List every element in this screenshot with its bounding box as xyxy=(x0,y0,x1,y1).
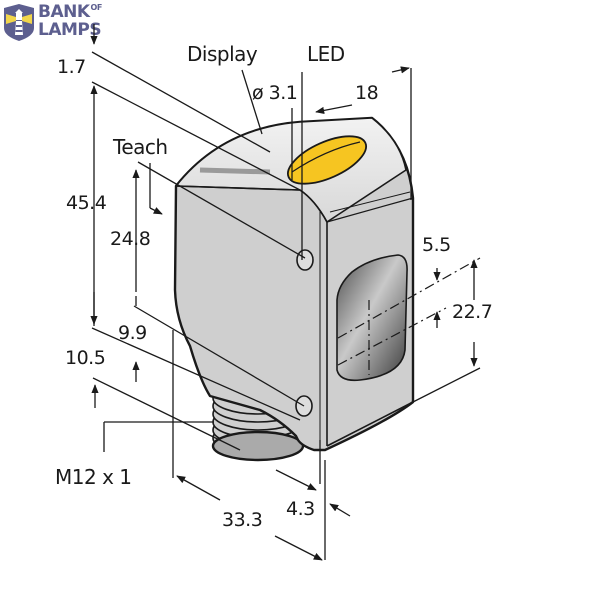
dim-connector-offset: 10.5 xyxy=(65,347,106,369)
callout-led: LED xyxy=(307,42,345,66)
brand-logo: BANKOF LAMPS xyxy=(2,2,102,44)
dim-teach-height: 24.8 xyxy=(110,228,151,250)
dim-depth: 33.3 xyxy=(222,509,263,531)
lighthouse-shield-icon xyxy=(4,4,34,41)
callout-display: Display xyxy=(187,42,258,66)
dim-front-offset: 4.3 xyxy=(286,498,315,520)
dim-width: 18 xyxy=(355,82,379,104)
brand-name-line1: BANKOF xyxy=(38,2,102,22)
led-indicator xyxy=(287,135,367,185)
dim-height: 45.4 xyxy=(66,192,107,214)
teach-button xyxy=(296,249,314,271)
callout-teach: Teach xyxy=(113,135,168,159)
dim-led-diameter: ø 3.1 xyxy=(252,82,298,104)
dim-top-offset: 1.7 xyxy=(57,56,86,78)
callout-connector: M12 x 1 xyxy=(55,465,132,489)
dimension-lines xyxy=(90,24,481,561)
lens-window xyxy=(336,254,408,382)
brand-name-line2: LAMPS xyxy=(38,20,102,40)
dim-lens-spacing: 22.7 xyxy=(452,301,493,323)
lens-centerlines xyxy=(337,257,481,375)
dim-lower-offset: 9.9 xyxy=(118,322,147,344)
dim-lens-offset: 5.5 xyxy=(422,234,451,256)
